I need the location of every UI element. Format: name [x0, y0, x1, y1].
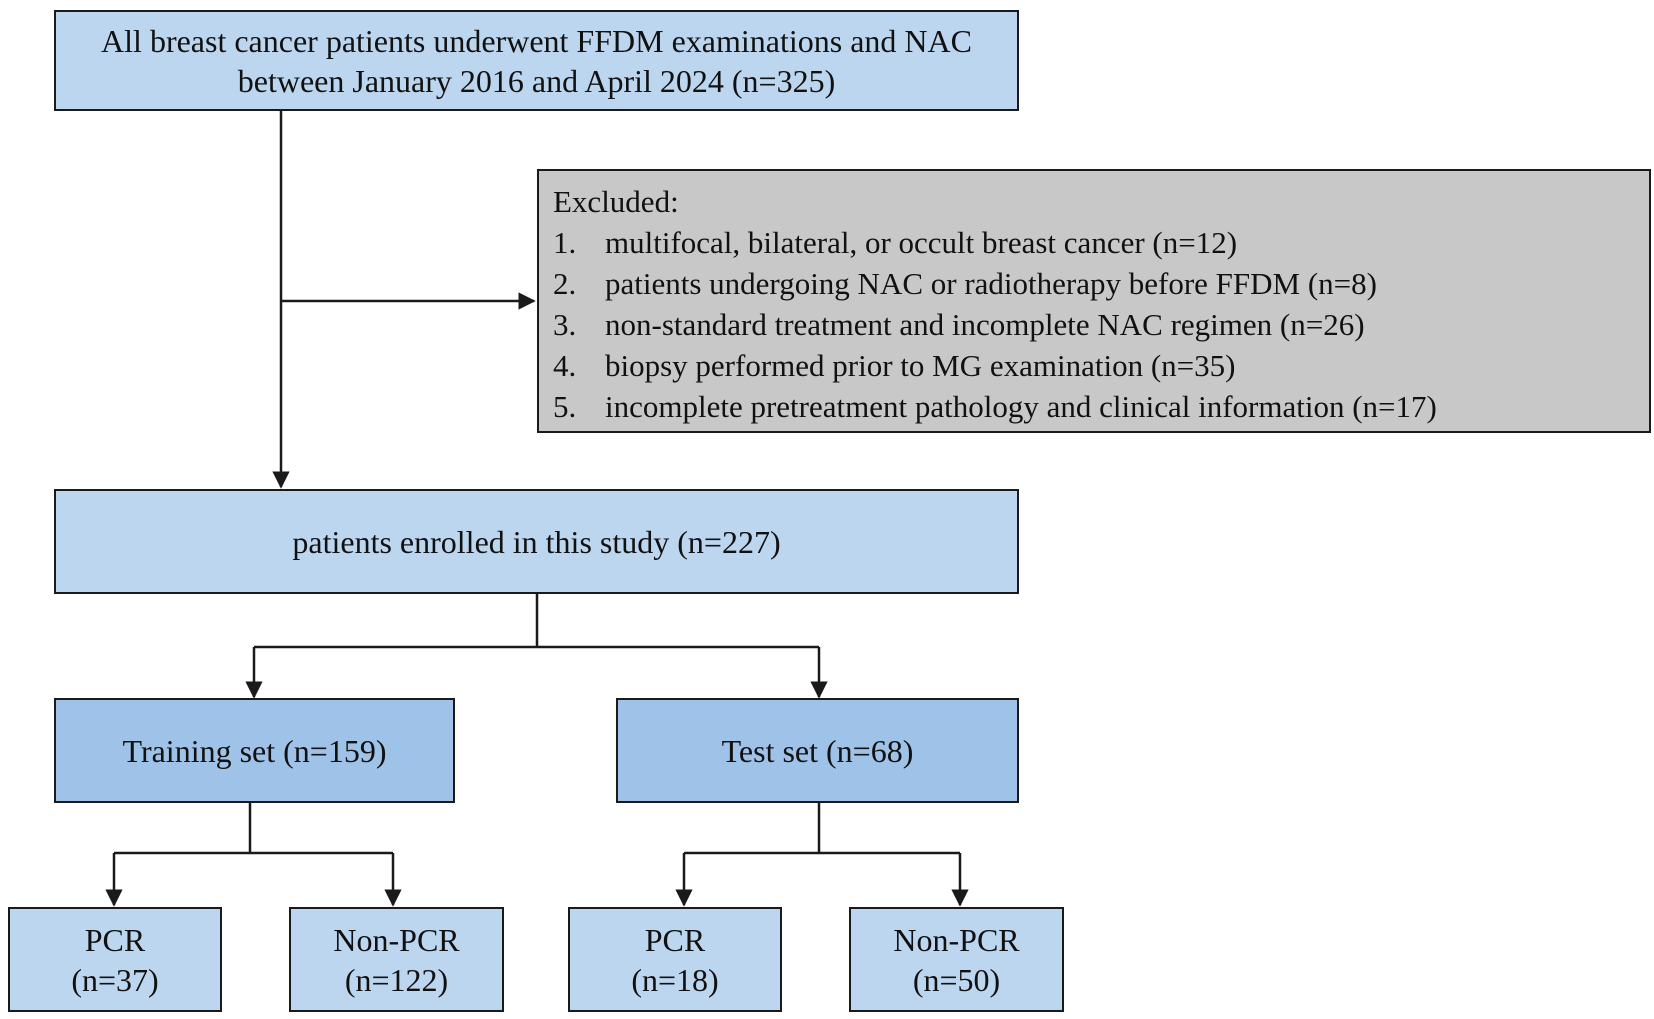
- training-pcr-box: PCR (n=37): [8, 907, 222, 1012]
- excluded-item-number: 2.: [553, 266, 577, 301]
- excluded-item-3: 3. non-standard treatment and incomplete…: [553, 304, 1365, 345]
- excluded-item-text: non-standard treatment and incomplete NA…: [605, 307, 1365, 342]
- all-patients-box: All breast cancer patients underwent FFD…: [54, 10, 1019, 111]
- test-pcr-count: (n=18): [631, 961, 719, 998]
- training-pcr-count: (n=37): [71, 961, 159, 998]
- test-pcr-label: PCR: [644, 921, 706, 958]
- training-nonpcr-label: Non-PCR: [333, 921, 460, 958]
- test-nonpcr-box: Non-PCR (n=50): [849, 907, 1064, 1012]
- excluded-item-1: 1. multifocal, bilateral, or occult brea…: [553, 222, 1237, 263]
- enrolled-text: patients enrolled in this study (n=227): [292, 523, 781, 560]
- excluded-item-number: 4.: [553, 348, 577, 383]
- training-set-box: Training set (n=159): [54, 698, 455, 803]
- training-pcr-label: PCR: [84, 921, 146, 958]
- all-patients-line1: All breast cancer patients underwent FFD…: [101, 22, 972, 59]
- excluded-item-5: 5. incomplete pretreatment pathology and…: [553, 386, 1437, 427]
- training-nonpcr-box: Non-PCR (n=122): [289, 907, 504, 1012]
- excluded-item-text: incomplete pretreatment pathology and cl…: [605, 389, 1437, 424]
- excluded-item-2: 2. patients undergoing NAC or radiothera…: [553, 263, 1377, 304]
- excluded-box: Excluded: 1. multifocal, bilateral, or o…: [537, 169, 1651, 433]
- test-nonpcr-count: (n=50): [912, 961, 1001, 998]
- excluded-item-text: multifocal, bilateral, or occult breast …: [605, 225, 1238, 260]
- excluded-item-4: 4. biopsy performed prior to MG examinat…: [553, 345, 1235, 386]
- excluded-item-number: 3.: [553, 307, 577, 342]
- test-set-box: Test set (n=68): [616, 698, 1019, 803]
- excluded-item-number: 5.: [553, 389, 577, 424]
- excluded-item-text: biopsy performed prior to MG examination…: [605, 348, 1236, 383]
- training-set-label: Training set (n=159): [122, 732, 387, 769]
- all-patients-line2: between January 2016 and April 2024 (n=3…: [237, 62, 836, 99]
- test-set-label: Test set (n=68): [721, 732, 914, 769]
- training-nonpcr-count: (n=122): [344, 961, 449, 998]
- excluded-title: Excluded:: [553, 184, 679, 219]
- excluded-item-number: 1.: [553, 225, 577, 260]
- test-pcr-box: PCR (n=18): [568, 907, 782, 1012]
- excluded-item-text: patients undergoing NAC or radiotherapy …: [605, 266, 1377, 301]
- enrolled-box: patients enrolled in this study (n=227): [54, 489, 1019, 594]
- test-nonpcr-label: Non-PCR: [893, 921, 1020, 958]
